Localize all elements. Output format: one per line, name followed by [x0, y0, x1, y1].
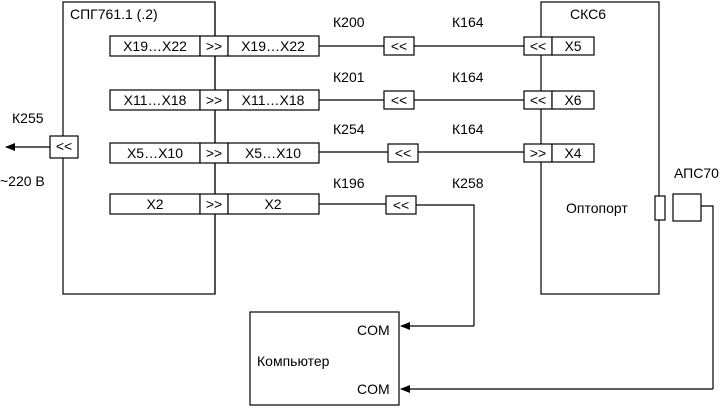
cable-label-4a: К196	[333, 175, 365, 191]
terminal-right-1-label: Х19…Х22	[241, 38, 305, 54]
power-group: К255 << ~220 В	[0, 110, 79, 189]
sks6-title: СКС6	[570, 6, 606, 22]
arrow-box-2-label: >>	[206, 92, 222, 108]
port-1-label: Х5	[564, 38, 581, 54]
wire-4b-to-computer	[416, 204, 475, 326]
connector-3a-label: <<	[395, 145, 411, 161]
aps70-wire	[701, 205, 714, 389]
cable-label-1a: К200	[333, 14, 365, 30]
terminal-right-4-label: Х2	[264, 196, 281, 212]
power-voltage-label: ~220 В	[0, 173, 45, 189]
connector-2a-label: <<	[391, 92, 407, 108]
cable-label-1b: К164	[452, 14, 484, 30]
cable-label-3b: К164	[452, 121, 484, 137]
connector-3b-label: >>	[530, 145, 546, 161]
port-2	[551, 90, 595, 110]
cable-label-2a: К201	[333, 69, 365, 85]
computer-label: Компьютер	[257, 353, 330, 369]
connector-1b-label: <<	[530, 38, 546, 54]
cable-label-2b: К164	[452, 69, 484, 85]
row-4: Х2 >> Х2 К196 К258 <<	[109, 175, 484, 330]
terminal-right-3	[227, 142, 320, 164]
optoport-window	[654, 195, 666, 221]
port-3	[551, 143, 595, 163]
computer-box	[249, 311, 400, 406]
port-1	[551, 36, 595, 56]
computer-com-port-2: COM	[357, 381, 390, 397]
port-3-label: Х4	[564, 145, 581, 161]
terminal-left-1-label: Х19…Х22	[123, 38, 187, 54]
cable-label-3a: К254	[333, 121, 365, 137]
power-connector-label: <<	[56, 138, 72, 154]
computer-group: Компьютер COM COM	[249, 311, 400, 406]
arrow-box-3-label: >>	[206, 145, 222, 161]
arrow-box-1-label: >>	[206, 38, 222, 54]
connector-1a-label: <<	[391, 38, 407, 54]
cable-label-4b: К258	[452, 175, 484, 191]
terminal-left-3-label: Х5…Х10	[127, 145, 183, 161]
row-2: Х11…Х18 >> Х11…Х18 К201 К164 << << Х6	[109, 69, 595, 111]
terminal-left-4-label: Х2	[146, 196, 163, 212]
power-cable-label: К255	[12, 110, 44, 126]
optoport-group: Оптопорт АПС70	[400, 165, 719, 393]
terminal-left-2-label: Х11…Х18	[124, 92, 187, 108]
connector-3a	[387, 143, 419, 163]
port-2-label: Х6	[564, 92, 581, 108]
terminal-right-2-label: Х11…Х18	[242, 92, 305, 108]
optoport-label: Оптопорт	[566, 200, 628, 216]
spg761-title: СПГ761.1 (.2)	[70, 6, 158, 22]
arrow-box-4-label: >>	[206, 196, 222, 212]
row-1: Х19…Х22 >> Х19…Х22 К200 К164 << << Х5	[109, 14, 595, 57]
connector-4a-label: <<	[393, 197, 409, 213]
computer-com-port-1: COM	[357, 322, 390, 338]
aps70-label: АПС70	[674, 165, 719, 181]
connector-2b-label: <<	[530, 92, 546, 108]
row-3: Х5…Х10 >> Х5…Х10 К254 К164 << >> Х4	[109, 121, 595, 164]
aps70-adapter	[672, 193, 702, 222]
terminal-right-3-label: Х5…Х10	[245, 145, 301, 161]
